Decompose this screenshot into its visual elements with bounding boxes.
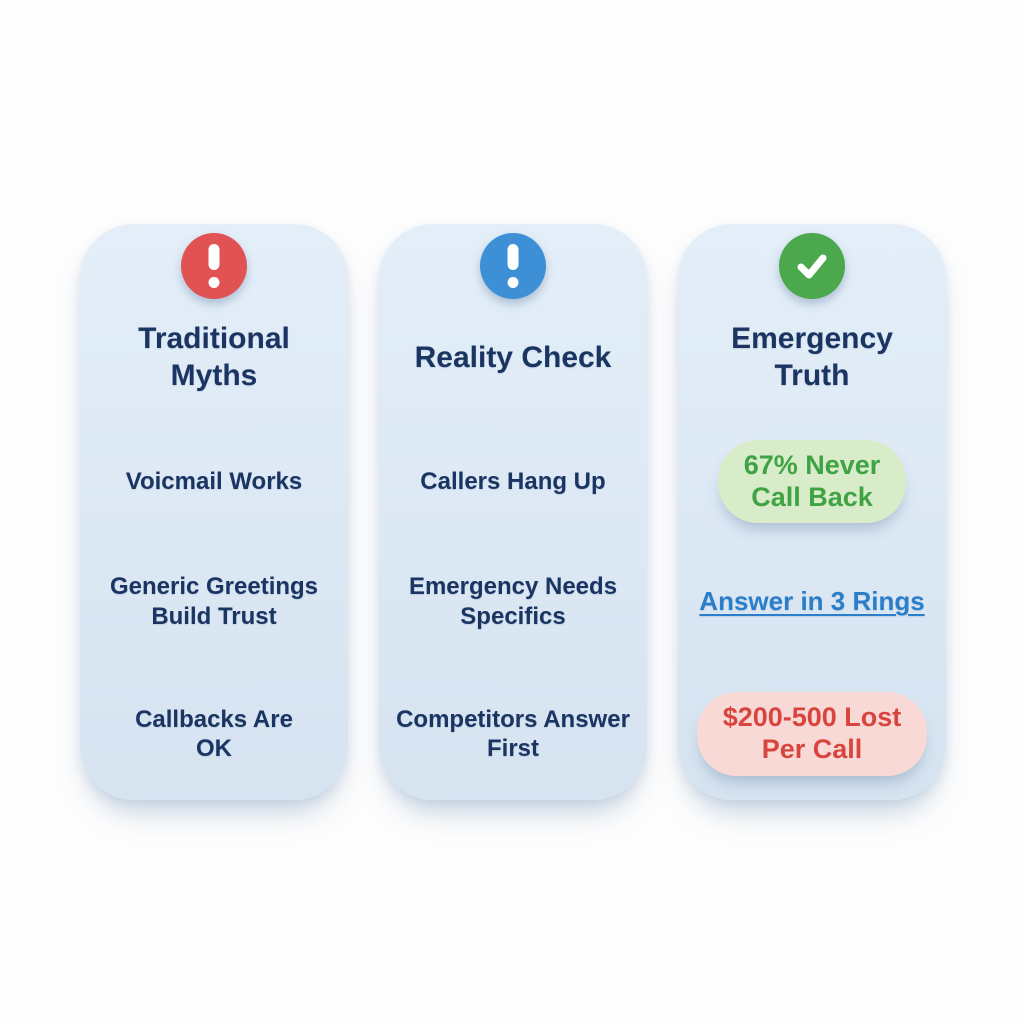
card-item: $200-500 Lost Per Call [690, 684, 934, 784]
card-item: Callbacks Are OK [92, 684, 336, 784]
card-item-label: Emergency Needs Specifics [408, 573, 618, 630]
card-item: 67% Never Call Back [690, 434, 934, 529]
checkmark-glyph [797, 254, 827, 279]
card-title: Emergency Truth [731, 322, 893, 392]
card-item-label: Callers Hang Up [420, 467, 606, 495]
exclamation-icon [181, 233, 247, 299]
card-item: Voicmail Works [92, 434, 336, 529]
card-title: Traditional Myths [138, 322, 290, 392]
exclamation-glyph [208, 244, 220, 288]
card-item-label: Generic Greetings Build Trust [109, 573, 319, 630]
card-item: Generic Greetings Build Trust [92, 564, 336, 639]
card-reality-check: Reality Check Callers Hang Up Emergency … [379, 224, 647, 800]
card-item: Emergency Needs Specifics [391, 564, 635, 639]
card-item: Competitors Answer First [391, 684, 635, 784]
exclamation-icon [480, 233, 546, 299]
card-item-label: Voicmail Works [125, 467, 303, 495]
cards-row: Traditional Myths Voicmail Works Generic… [80, 224, 946, 800]
answer-in-3-rings-link[interactable]: Answer in 3 Rings [699, 586, 925, 616]
card-item-label: Competitors Answer First [396, 705, 630, 762]
card-item: Callers Hang Up [391, 434, 635, 529]
exclamation-glyph [507, 244, 519, 288]
card-title: Reality Check [414, 340, 612, 374]
card-emergency-truth: Emergency Truth 67% Never Call Back Answ… [678, 224, 946, 800]
card-traditional-myths: Traditional Myths Voicmail Works Generic… [80, 224, 348, 800]
stat-badge-red: $200-500 Lost Per Call [696, 692, 928, 776]
checkmark-icon [779, 233, 845, 299]
card-item: Answer in 3 Rings [690, 564, 934, 639]
card-item-label: Callbacks Are OK [135, 705, 293, 762]
stat-badge-green: 67% Never Call Back [717, 439, 907, 524]
